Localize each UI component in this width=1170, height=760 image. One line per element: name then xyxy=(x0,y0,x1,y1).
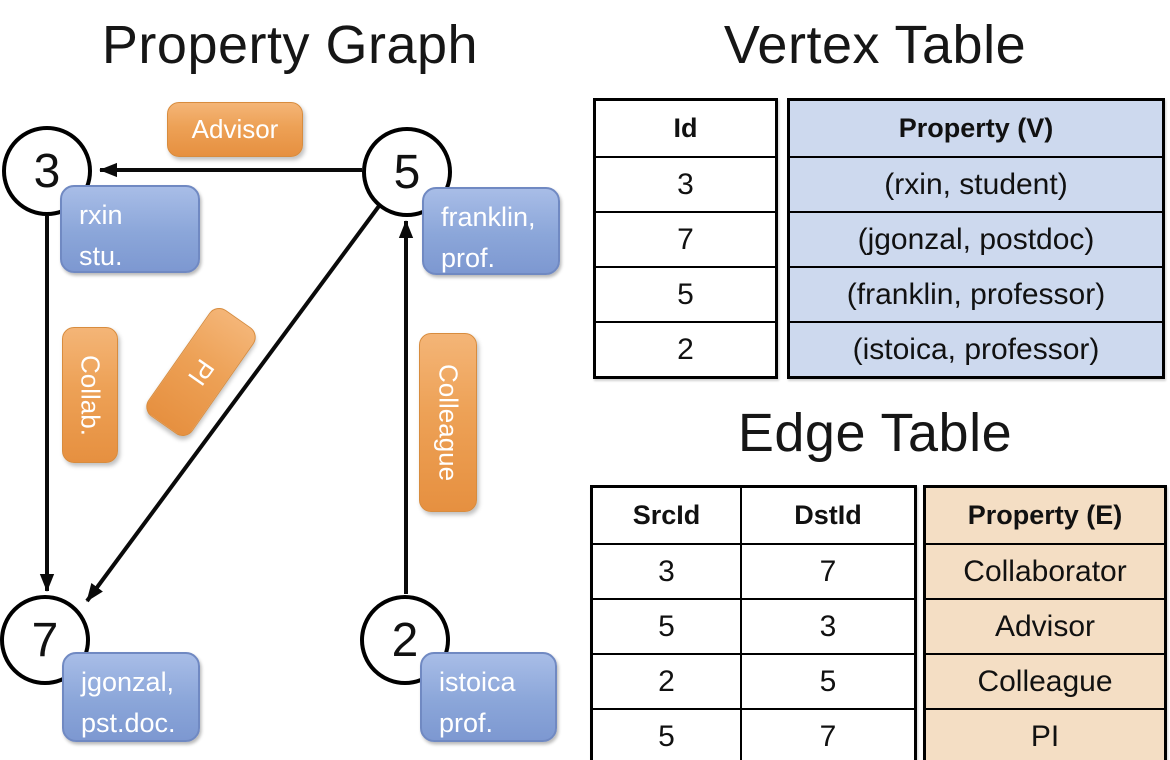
vertex-property-cell: (franklin, professor) xyxy=(846,277,1106,311)
vertex-prop-line: pst.doc. xyxy=(81,707,176,738)
node-id-label: 7 xyxy=(31,613,59,667)
column-header: Property (E) xyxy=(967,500,1123,530)
edge-table: SrcId DstId 3 7 5 3 2 5 5 7 Property (E)… xyxy=(590,485,1167,760)
column-header: SrcId xyxy=(593,488,742,543)
node-circle-2: 2 xyxy=(360,595,450,685)
column-header: Id xyxy=(673,113,698,143)
vertex-prop-box-3: rxin stu. xyxy=(60,185,200,273)
vertex-prop-line: rxin xyxy=(79,200,123,230)
edge-table-id-columns: SrcId DstId 3 7 5 3 2 5 5 7 xyxy=(590,485,917,760)
edge-label-text: Advisor xyxy=(191,114,279,144)
edge-label-text: PI xyxy=(182,353,221,391)
vertex-table-property-column: Property (V) (rxin, student) (jgonzal, p… xyxy=(787,98,1165,379)
vertex-prop-line: stu. xyxy=(79,240,123,271)
vertex-table-title: Vertex Table xyxy=(723,15,1027,75)
edge-table-title: Edge Table xyxy=(737,403,1013,463)
vertex-id-cell: 5 xyxy=(677,277,694,311)
vertex-prop-box-7: jgonzal, pst.doc. xyxy=(62,652,200,742)
edge-label-text: Colleague xyxy=(433,363,464,482)
node-circle-5: 5 xyxy=(362,127,452,217)
vertex-id-cell: 3 xyxy=(677,167,694,201)
edge-property-cell: Collaborator xyxy=(963,554,1127,588)
property-graph-title: Property Graph xyxy=(101,15,479,75)
edge-property-cell: PI xyxy=(1030,719,1060,753)
edge-dstid-cell: 3 xyxy=(819,609,837,643)
edge-property-cell: Advisor xyxy=(994,609,1096,643)
edge-property-cell: Colleague xyxy=(977,664,1113,698)
vertex-id-cell: 7 xyxy=(677,222,694,256)
edge-srcid-cell: 2 xyxy=(593,655,742,708)
vertex-property-cell: (jgonzal, postdoc) xyxy=(857,222,1095,256)
column-header: Property (V) xyxy=(898,113,1054,143)
vertex-prop-line: prof. xyxy=(439,707,494,738)
edge-label-collab: Collab. xyxy=(62,327,118,463)
node-id-label: 5 xyxy=(393,145,421,199)
vertex-prop-line: prof. xyxy=(441,242,496,273)
edge-table-property-column: Property (E) Collaborator Advisor Collea… xyxy=(923,485,1167,760)
edge-dstid-cell: 5 xyxy=(819,664,837,698)
edge-label-colleague: Colleague xyxy=(419,333,477,512)
vertex-property-cell: (istoica, professor) xyxy=(852,332,1100,366)
edge-label-advisor: Advisor xyxy=(167,102,303,157)
vertex-prop-line: jgonzal, xyxy=(81,667,175,697)
edge-dstid-cell: 7 xyxy=(819,719,837,753)
vertex-property-cell: (rxin, student) xyxy=(884,167,1068,201)
graph-edges-layer xyxy=(39,162,414,603)
edge-srcid-cell: 3 xyxy=(593,545,742,598)
vertex-prop-box-2: istoica prof. xyxy=(420,652,557,742)
edge-dstid-cell: 7 xyxy=(819,554,837,588)
edge-srcid-cell: 5 xyxy=(593,600,742,653)
vertex-prop-line: franklin, xyxy=(441,202,536,232)
node-id-label: 2 xyxy=(391,613,419,667)
column-header: DstId xyxy=(794,500,862,530)
vertex-prop-box-5: franklin, prof. xyxy=(422,187,560,275)
edge-label-text: Collab. xyxy=(75,354,106,436)
vertex-id-cell: 2 xyxy=(677,332,694,366)
vertex-table: Id 3 7 5 2 Property (V) (rxin, student) … xyxy=(593,98,1165,379)
edge-srcid-cell: 5 xyxy=(593,710,742,760)
vertex-table-id-column: Id 3 7 5 2 xyxy=(593,98,778,379)
node-id-label: 3 xyxy=(33,144,61,198)
edge-pi-arrow xyxy=(85,204,381,603)
vertex-prop-line: istoica xyxy=(439,667,516,697)
